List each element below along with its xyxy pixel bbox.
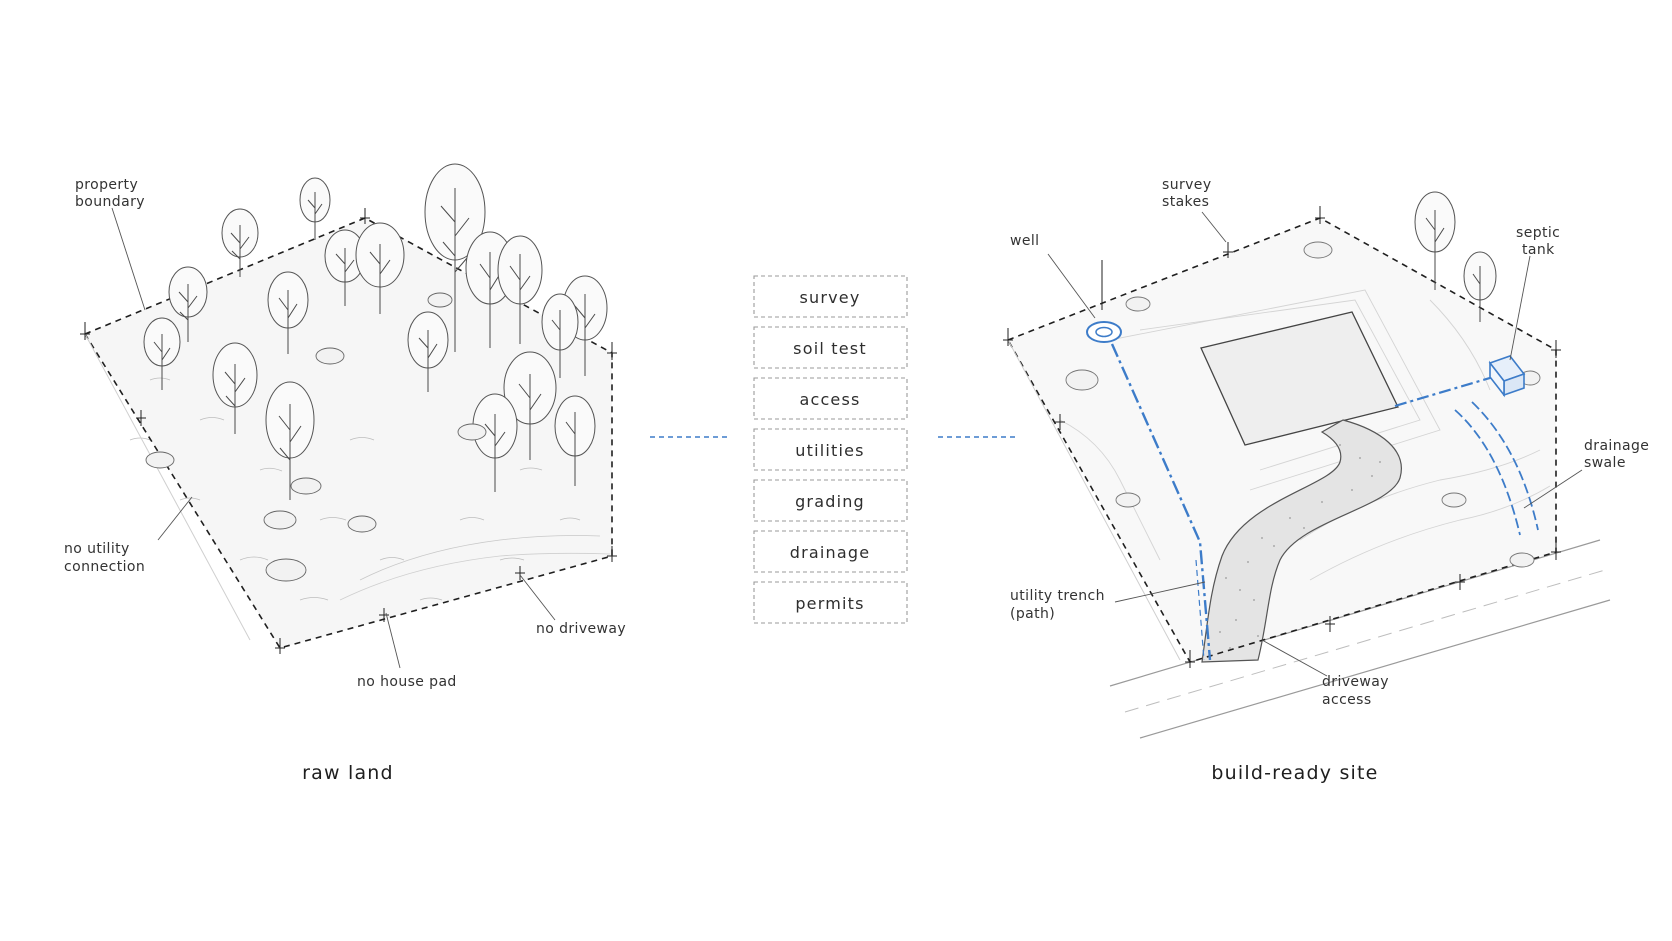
label-survey-stakes-2: stakes bbox=[1162, 194, 1209, 210]
leader-survey-stakes bbox=[1202, 212, 1226, 242]
raw-land-panel: property boundary no utility connection … bbox=[64, 164, 626, 784]
leader-no-house-pad bbox=[386, 613, 400, 668]
step-grading: grading bbox=[754, 480, 907, 521]
label-septic-tank-2: tank bbox=[1522, 242, 1555, 258]
label-well: well bbox=[1010, 233, 1039, 249]
step-access: access bbox=[754, 378, 907, 419]
step-permits: permits bbox=[754, 582, 907, 623]
leader-well bbox=[1048, 254, 1095, 318]
label-driveway-access-1: driveway bbox=[1322, 674, 1389, 690]
step-survey: survey bbox=[754, 276, 907, 317]
label-property-boundary-2: boundary bbox=[75, 194, 145, 210]
svg-text:grading: grading bbox=[795, 492, 865, 511]
label-utility-trench-2: (path) bbox=[1010, 606, 1055, 622]
label-survey-stakes-1: survey bbox=[1162, 177, 1212, 193]
label-property-boundary-1: property bbox=[75, 177, 138, 193]
step-soil-test: soil test bbox=[754, 327, 907, 368]
build-ready-panel: survey stakes well septic tank drainage … bbox=[1003, 177, 1649, 784]
label-no-utility-1: no utility bbox=[64, 541, 130, 557]
label-utility-trench-1: utility trench bbox=[1010, 588, 1105, 604]
label-no-driveway: no driveway bbox=[536, 621, 626, 637]
label-drainage-swale-1: drainage bbox=[1584, 438, 1649, 454]
leader-no-driveway bbox=[520, 575, 555, 620]
svg-text:drainage: drainage bbox=[790, 543, 871, 562]
caption-build-ready-site: build-ready site bbox=[1211, 762, 1378, 784]
leader-driveway-access bbox=[1262, 640, 1327, 676]
step-utilities: utilities bbox=[754, 429, 907, 470]
svg-text:access: access bbox=[799, 390, 860, 409]
label-driveway-access-2: access bbox=[1322, 692, 1372, 708]
label-drainage-swale-2: swale bbox=[1584, 455, 1626, 471]
label-no-utility-2: connection bbox=[64, 559, 145, 575]
caption-raw-land: raw land bbox=[302, 762, 394, 784]
leader-property-boundary bbox=[112, 208, 145, 310]
svg-text:soil test: soil test bbox=[793, 339, 867, 358]
process-steps: survey soil test access utilities gradin… bbox=[754, 276, 907, 623]
label-septic-tank-1: septic bbox=[1516, 225, 1560, 241]
svg-text:permits: permits bbox=[795, 594, 864, 613]
well bbox=[1087, 322, 1121, 342]
tree bbox=[300, 178, 330, 240]
leader-no-utility bbox=[158, 497, 192, 540]
step-drainage: drainage bbox=[754, 531, 907, 572]
svg-text:survey: survey bbox=[799, 288, 860, 307]
svg-text:utilities: utilities bbox=[795, 441, 864, 460]
label-no-house-pad: no house pad bbox=[357, 674, 457, 690]
